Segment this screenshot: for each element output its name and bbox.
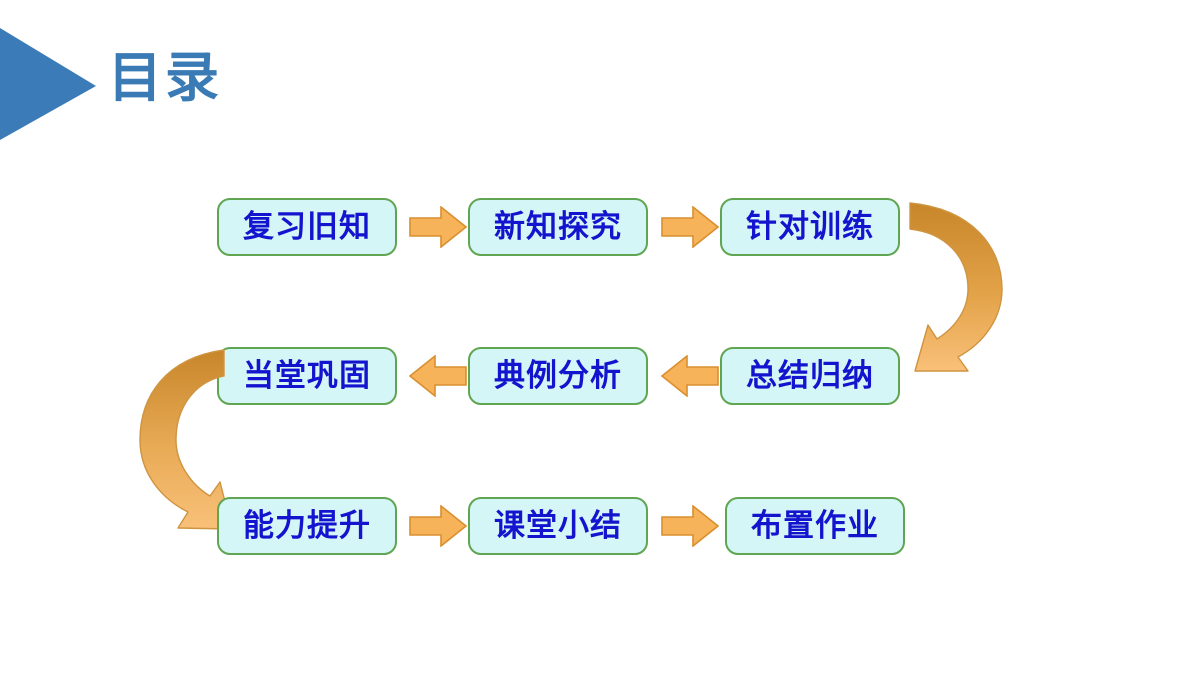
page-title: 目录 (108, 46, 222, 109)
flow-box-class-summary[interactable]: 课堂小结 (468, 497, 648, 555)
flow-box-label: 针对训练 (746, 208, 874, 245)
flow-box-summary-induction[interactable]: 总结归纳 (720, 347, 900, 405)
flow-box-label: 典例分析 (494, 357, 622, 394)
arrow-row2-to-row3-curved-icon (128, 332, 268, 544)
flow-box-label: 新知探究 (494, 208, 622, 245)
flow-box-assign-homework[interactable]: 布置作业 (725, 497, 905, 555)
arrow-row2-3to2-icon (660, 354, 719, 398)
arrow-row3-2to3-icon (661, 504, 720, 548)
flow-box-label: 布置作业 (751, 507, 879, 544)
arrow-row2-2to1-icon (408, 354, 467, 398)
flow-box-label: 能力提升 (243, 507, 371, 544)
arrow-row1-1to2-icon (409, 205, 468, 249)
flow-box-review-old[interactable]: 复习旧知 (217, 198, 397, 256)
flow-box-targeted-training[interactable]: 针对训练 (720, 198, 900, 256)
flow-box-label: 总结归纳 (746, 357, 874, 394)
arrow-row1-2to3-icon (661, 205, 720, 249)
flow-box-new-knowledge[interactable]: 新知探究 (468, 198, 648, 256)
flow-box-label: 复习旧知 (243, 208, 371, 245)
flow-box-in-class-consolidation[interactable]: 当堂巩固 (217, 347, 397, 405)
flow-box-example-analysis[interactable]: 典例分析 (468, 347, 648, 405)
arrow-row1-to-row2-curved-icon (880, 185, 1020, 385)
play-triangle-icon (0, 28, 96, 140)
arrow-row3-1to2-icon (409, 504, 468, 548)
flow-box-ability-improvement[interactable]: 能力提升 (217, 497, 397, 555)
flow-box-label: 课堂小结 (494, 507, 622, 544)
flow-box-label: 当堂巩固 (243, 357, 371, 394)
